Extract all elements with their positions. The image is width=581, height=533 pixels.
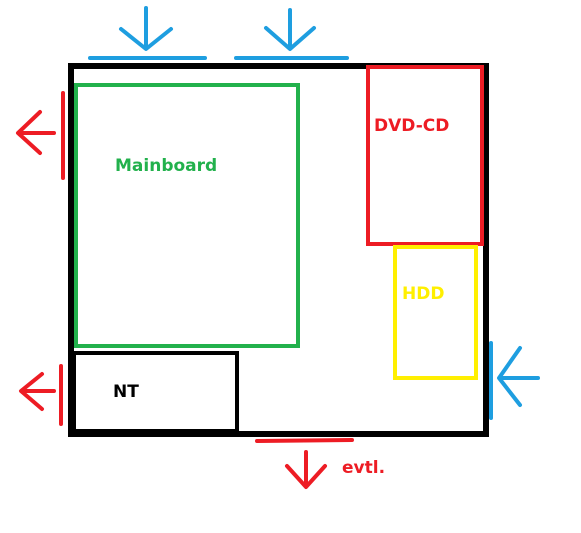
exhaust-arrow-left-lower-icon	[19, 364, 63, 426]
intake-arrow-top-left-icon	[88, 6, 207, 60]
hdd-box	[393, 245, 478, 380]
evtl-label: evtl.	[342, 458, 385, 478]
dvd-cd-label: DVD-CD	[374, 116, 449, 136]
mainboard-box	[74, 83, 300, 348]
exhaust-arrow-left-upper-icon	[16, 91, 65, 180]
exhaust-arrow-bottom-icon	[255, 438, 354, 489]
intake-arrow-right-icon	[489, 341, 540, 420]
mainboard-label: Mainboard	[115, 156, 217, 176]
hdd-label: HDD	[402, 284, 444, 304]
case-outline	[68, 63, 489, 437]
intake-arrow-top-right-icon	[234, 8, 349, 60]
nt-label: NT	[113, 382, 139, 402]
dvd-cd-box	[366, 65, 484, 246]
nt-box	[72, 351, 239, 433]
